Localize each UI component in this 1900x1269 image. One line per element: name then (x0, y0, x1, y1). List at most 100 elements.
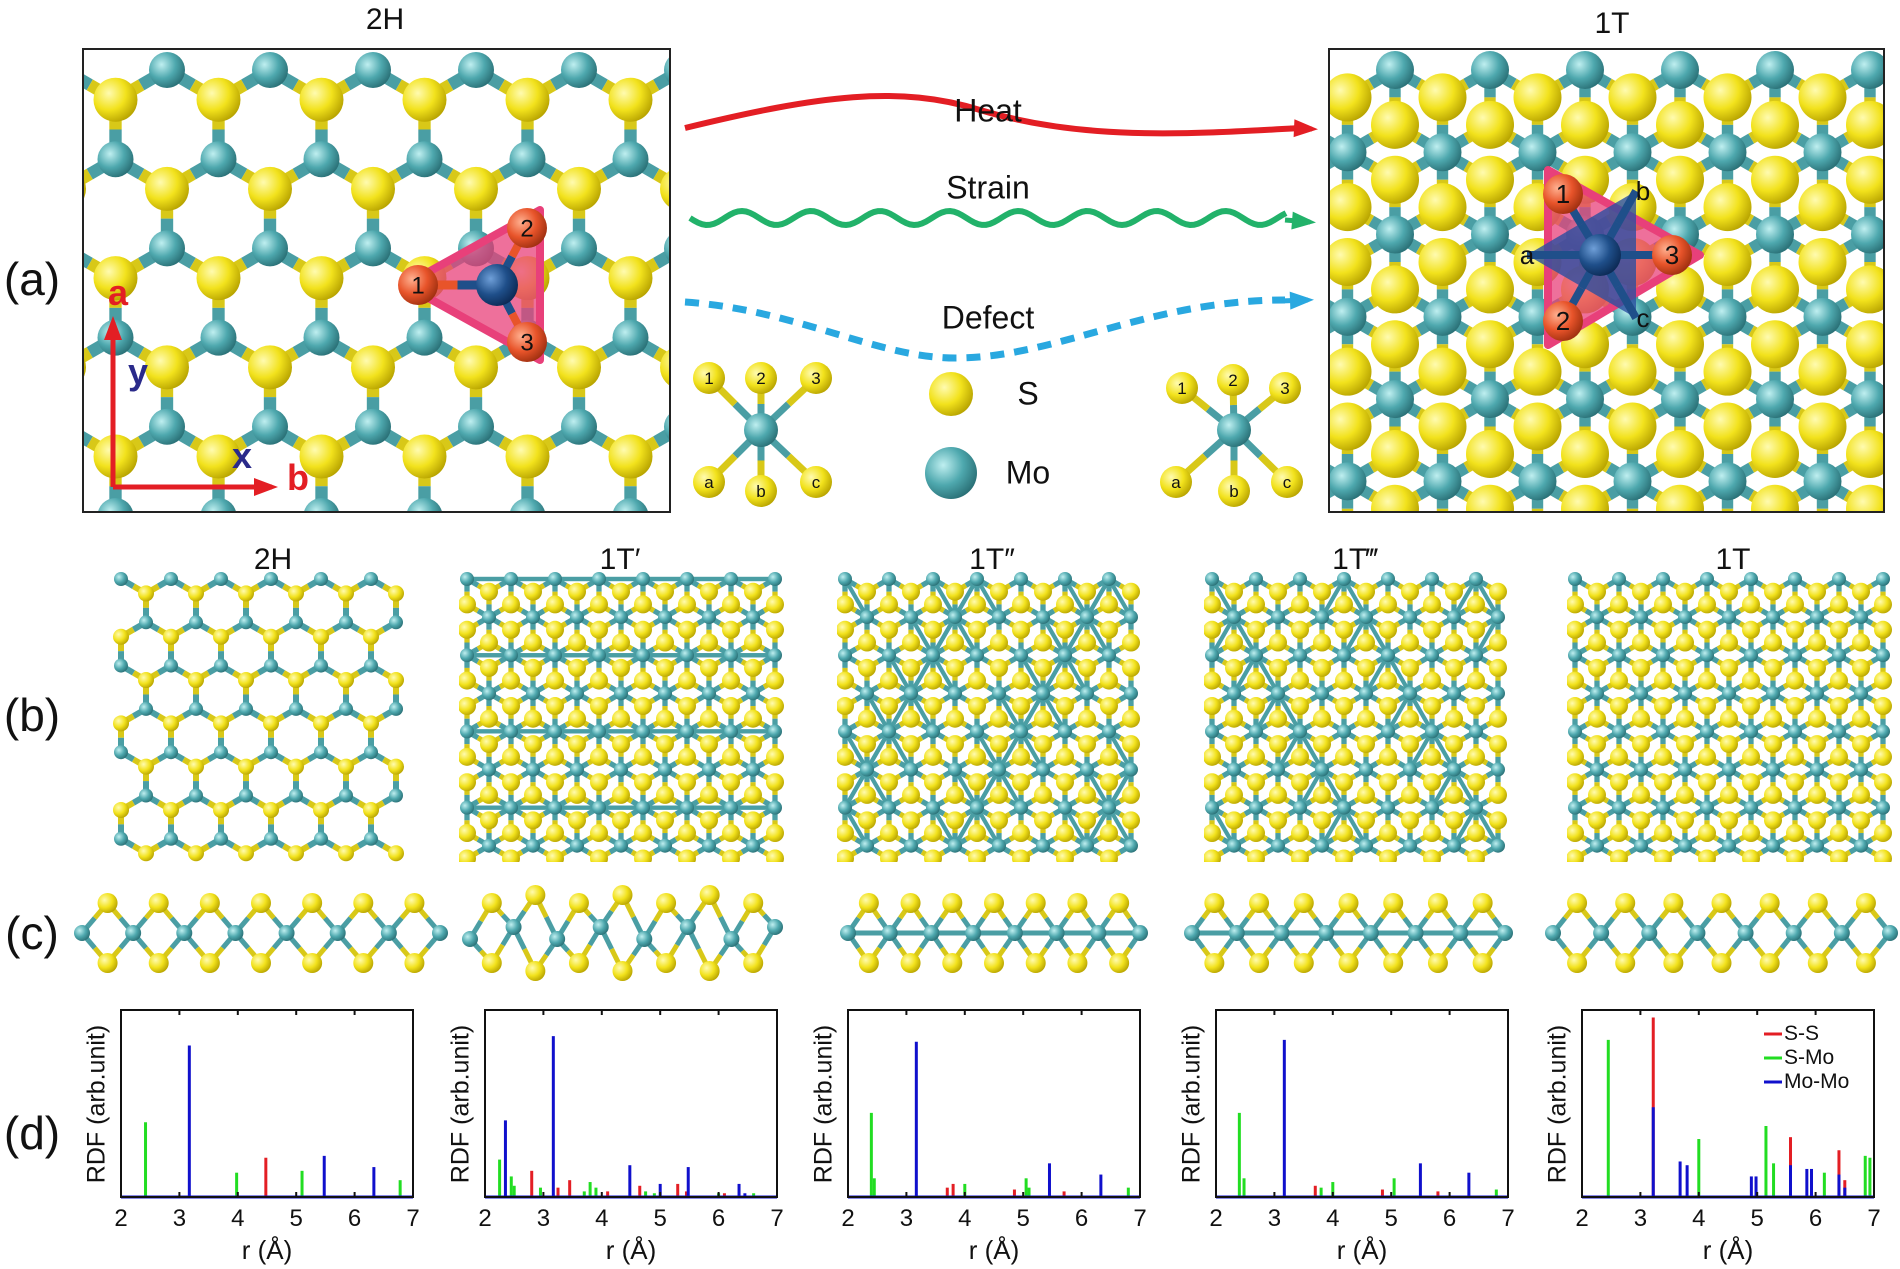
sulfur-atom (1751, 100, 1799, 149)
molybdenum-atom (570, 686, 584, 701)
sulfur-atom (1656, 100, 1704, 149)
molybdenum-atom (482, 838, 496, 853)
sulfur-atom (1034, 735, 1052, 754)
sulfur-atom (902, 658, 920, 677)
sulfur-atom (1379, 824, 1397, 843)
sulfur-atom (1056, 824, 1074, 843)
molybdenum-atom (227, 925, 244, 941)
sulfur-atom (238, 585, 254, 602)
sulfur-atom (1588, 633, 1606, 652)
mo-mo-bond (909, 654, 935, 695)
sulfur-atom (113, 801, 129, 818)
sulfur-atom (1852, 785, 1870, 804)
sulfur-atom (837, 849, 854, 862)
molybdenum-atom (860, 838, 874, 853)
sulfur-atom (1034, 633, 1052, 652)
molybdenum-atom (1491, 838, 1505, 853)
molybdenum-atom (1227, 762, 1241, 777)
molybdenum-atom (1330, 297, 1367, 336)
sulfur-atom (700, 658, 718, 677)
molybdenum-atom (636, 572, 650, 586)
sulfur-atom (1100, 849, 1118, 862)
sulfur-atom (138, 585, 154, 602)
sulfur-atom (743, 953, 764, 973)
sulfur-atom (1418, 237, 1467, 286)
molybdenum-atom (860, 686, 874, 701)
sulfur-atom (1751, 265, 1799, 314)
molybdenum-atom (1656, 572, 1670, 586)
molybdenum-atom (658, 838, 672, 853)
molybdenum-atom (1469, 800, 1483, 815)
sulfur-atom (678, 671, 696, 690)
molybdenum-atom (1590, 686, 1604, 701)
mo-mo-bond (1430, 730, 1456, 771)
molybdenum-atom (149, 52, 185, 88)
molybdenum-atom (1491, 762, 1505, 777)
mo-mo-bond (865, 768, 891, 809)
sulfur-atom (1056, 697, 1074, 716)
sulfur-atom (525, 961, 546, 981)
sulfur-atom (924, 773, 942, 792)
mo-mo-bond (1107, 577, 1133, 619)
sulfur-atom (1720, 785, 1738, 804)
sulfur-atom (1610, 747, 1628, 766)
sulfur-atom (1489, 582, 1507, 601)
molybdenum-atom (768, 648, 782, 663)
molybdenum-atom (1447, 686, 1461, 701)
sulfur-atom (238, 672, 254, 689)
sulfur-atom (524, 811, 542, 830)
sulfur-atom (1357, 582, 1375, 601)
sulfur-atom (1371, 155, 1419, 204)
sulfur-atom (481, 893, 502, 913)
molybdenum-atom (164, 745, 178, 760)
molybdenum-atom (882, 572, 896, 586)
sulfur-atom (1056, 671, 1074, 690)
sulfur-atom (302, 953, 323, 973)
phase-title-2h: 2H (253, 543, 293, 576)
sulfur-atom (1335, 849, 1353, 862)
molybdenum-atom (838, 724, 852, 739)
molybdenum-atom (680, 648, 694, 663)
sulfur-atom (1330, 73, 1372, 122)
sulfur-atom (188, 845, 204, 862)
sulfur-atom (188, 672, 204, 689)
molybdenum-atom (1634, 686, 1648, 701)
mo-mo-bond (1386, 692, 1412, 733)
mo-mo-bond (1364, 654, 1390, 695)
sulfur-atom (1078, 658, 1096, 677)
sulfur-atom (612, 961, 633, 981)
sulfur-atom (138, 672, 154, 689)
sulfur-atom (1798, 73, 1847, 122)
sulfur-atom (656, 709, 674, 728)
sulfur-atom (524, 735, 542, 754)
mo-mo-bond (1342, 806, 1368, 847)
molybdenum-atom (1854, 610, 1868, 625)
molybdenum-atom (1810, 610, 1824, 625)
molybdenum-atom (1744, 724, 1758, 739)
sulfur-atom (1632, 633, 1650, 652)
sulfur-atom (1588, 658, 1606, 677)
sulfur-atom (678, 620, 696, 639)
molybdenum-atom (1273, 925, 1290, 941)
sulfur-atom (1808, 785, 1826, 804)
sulfur-atom (990, 582, 1008, 601)
sulfur-atom (1445, 658, 1463, 677)
sulfur-atom (213, 628, 229, 645)
molybdenum-atom (1271, 610, 1285, 625)
mo-mo-bond (975, 577, 1001, 619)
sulfur-atom (722, 773, 740, 792)
mo-mo-bond (1063, 654, 1089, 695)
sulfur-atom (1401, 582, 1419, 601)
molybdenum-atom (264, 572, 278, 586)
sulfur-atom (1357, 709, 1375, 728)
sulfur-atom (1291, 671, 1309, 690)
sulfur-atom (1335, 671, 1353, 690)
sulfur-atom (837, 595, 854, 614)
sulfur-atom (299, 256, 344, 301)
sulfur-atom (1764, 709, 1782, 728)
molybdenum-atom (570, 610, 584, 625)
sulfur-atom (1427, 953, 1448, 973)
sulfur-atom (1798, 183, 1847, 232)
sulfur-atom (1561, 100, 1609, 149)
molybdenum-atom (1205, 572, 1219, 586)
